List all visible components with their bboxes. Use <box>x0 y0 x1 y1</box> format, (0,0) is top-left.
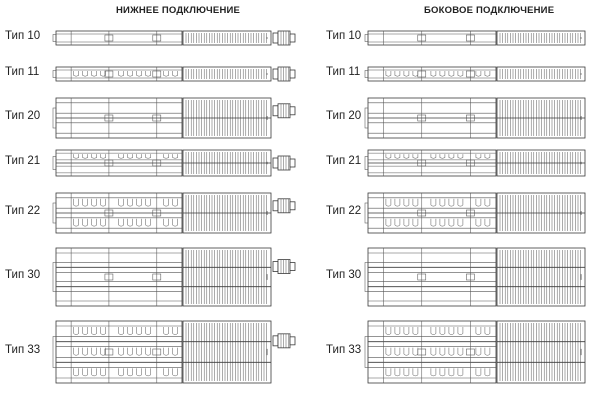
radiator-bottom-2 <box>52 97 296 139</box>
column-title-side-connection: БОКОВОЕ ПОДКЛЮЧЕНИЕ <box>424 5 555 16</box>
radiator-side-6 <box>364 320 586 384</box>
row-label-bottom-4: Тип 22 <box>5 205 41 217</box>
row-label-bottom-5: Тип 30 <box>5 269 41 281</box>
valve-icon <box>272 259 296 274</box>
radiator-bottom-1 <box>52 66 296 82</box>
radiator-side-4 <box>364 192 586 234</box>
radiator-side-3 <box>364 149 586 177</box>
row-label-bottom-2: Тип 20 <box>5 110 41 122</box>
valve-icon <box>272 155 296 171</box>
row-label-bottom-1: Тип 11 <box>5 66 40 78</box>
radiator-side-0 <box>364 30 586 46</box>
radiator-bottom-3 <box>52 149 296 177</box>
column-title-bottom-connection: НИЖНЕЕ ПОДКЛЮЧЕНИЕ <box>116 5 241 16</box>
valve-icon <box>272 103 296 119</box>
radiator-side-5 <box>364 247 586 307</box>
valve-icon <box>272 198 296 214</box>
row-label-side-6: Тип 33 <box>326 344 362 356</box>
row-label-side-5: Тип 30 <box>326 269 362 281</box>
radiator-bottom-6 <box>52 320 296 384</box>
radiator-bottom-5 <box>52 247 296 307</box>
row-label-side-0: Тип 10 <box>326 30 362 42</box>
valve-icon <box>272 333 296 349</box>
radiator-side-1 <box>364 66 586 82</box>
radiator-bottom-4 <box>52 192 296 234</box>
radiator-side-2 <box>364 97 586 139</box>
row-label-side-1: Тип 11 <box>326 66 361 78</box>
row-label-side-3: Тип 21 <box>326 155 362 167</box>
row-label-bottom-3: Тип 21 <box>5 155 41 167</box>
row-label-side-2: Тип 20 <box>326 110 362 122</box>
row-label-bottom-6: Тип 33 <box>5 344 41 356</box>
row-label-side-4: Тип 22 <box>326 205 362 217</box>
row-label-bottom-0: Тип 10 <box>5 30 41 42</box>
valve-icon <box>272 66 296 82</box>
valve-icon <box>272 30 296 46</box>
radiator-bottom-0 <box>52 30 296 46</box>
